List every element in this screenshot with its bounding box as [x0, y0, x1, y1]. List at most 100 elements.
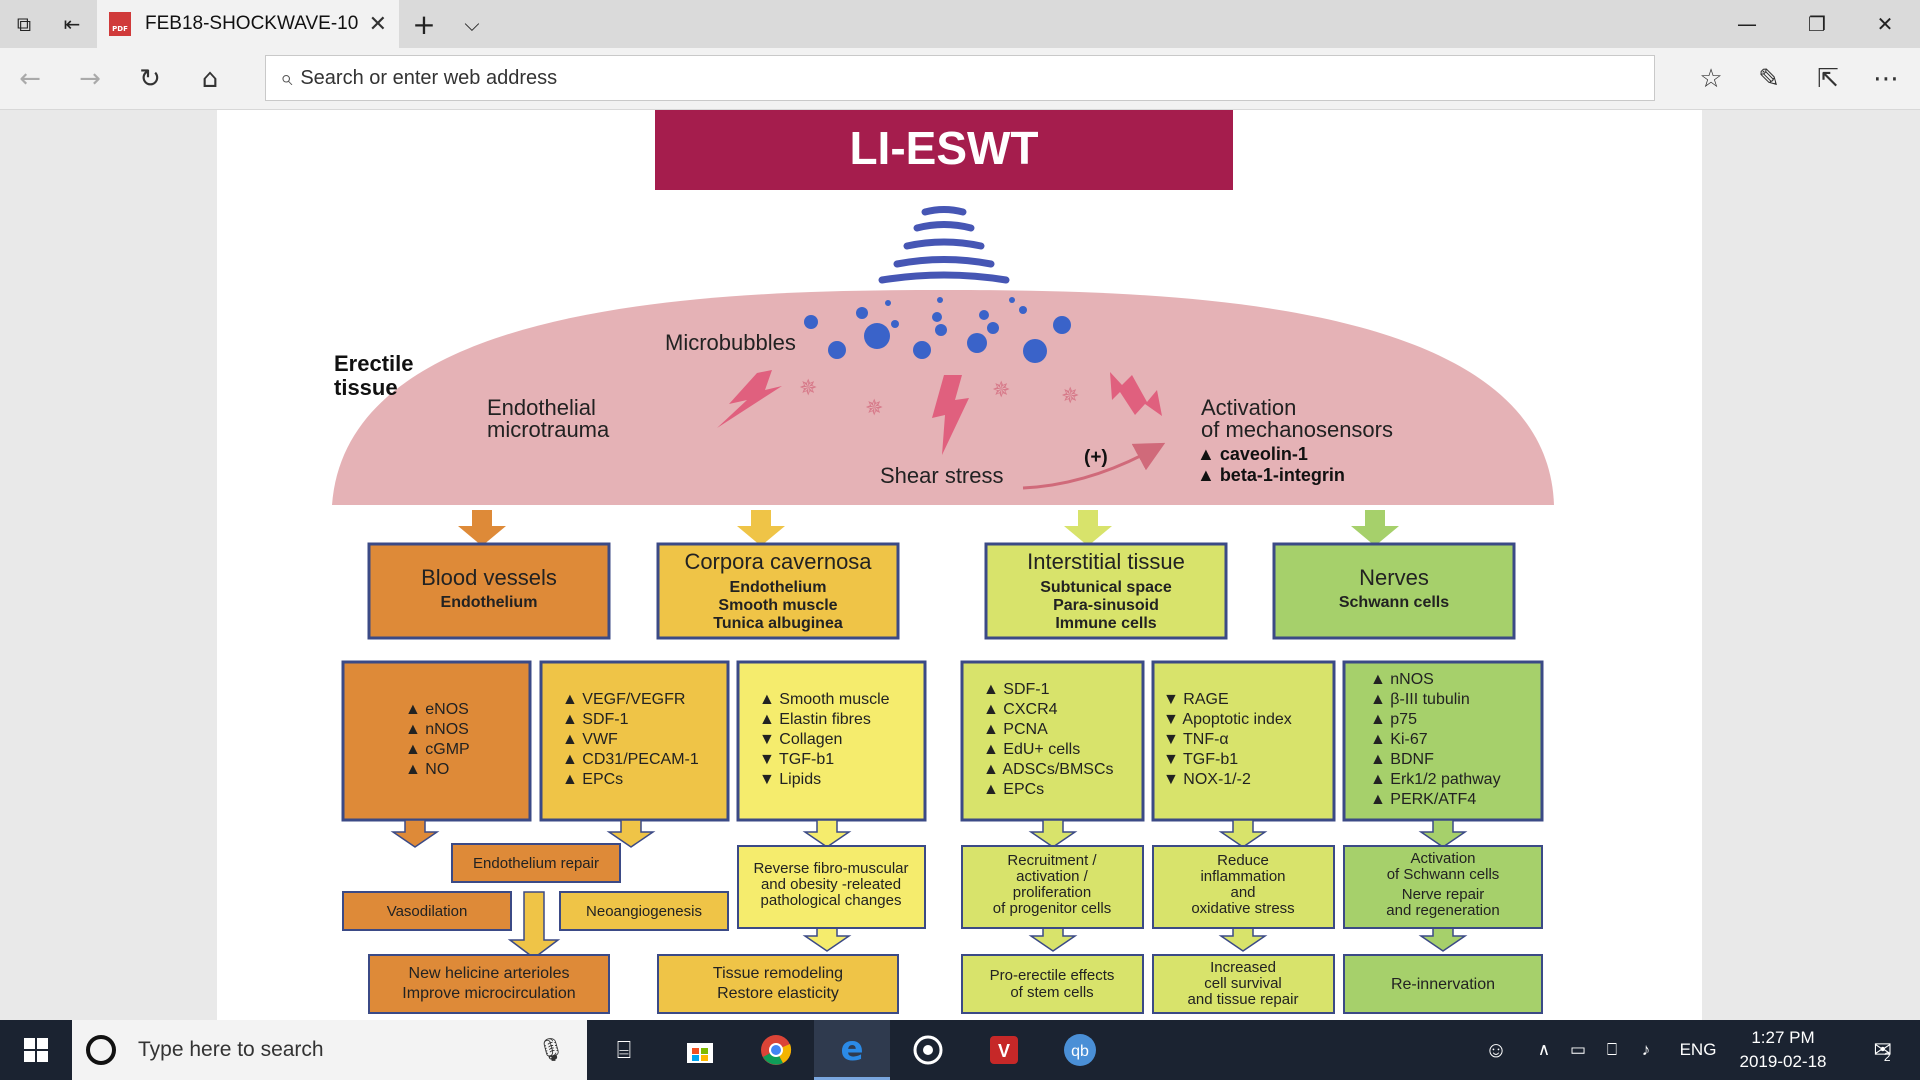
svg-text:oxidative stress: oxidative stress	[1191, 900, 1294, 917]
battery-icon[interactable]: ▭	[1569, 1040, 1587, 1059]
svg-text:Increased: Increased	[1210, 959, 1276, 976]
pen-icon[interactable]: ✎	[1758, 64, 1780, 94]
svg-text:Reverse fibro-muscular: Reverse fibro-muscular	[753, 860, 908, 877]
outcome-neoangiogenesis: Neoangiogenesis	[559, 891, 729, 931]
search-icon: ⌕	[280, 65, 293, 91]
svg-text:proliferation: proliferation	[1013, 884, 1091, 901]
outcome-reduce: Reduce inflammation and oxidative stress	[1152, 845, 1335, 929]
svg-text:▲ Ki-67: ▲ Ki-67	[1370, 731, 1428, 748]
navigation-bar: ← → ↻ ⌂ ⌕ Search or enter web address ☆ …	[0, 48, 1920, 110]
svg-text:of stem cells: of stem cells	[1010, 984, 1093, 1001]
edge-icon[interactable]: e	[814, 1020, 890, 1080]
svg-text:✵: ✵	[992, 377, 1010, 402]
svg-text:Neoangiogenesis: Neoangiogenesis	[586, 903, 702, 920]
close-tab-icon[interactable]: ✕	[368, 12, 387, 37]
svg-text:▲ cGMP: ▲ cGMP	[405, 741, 470, 758]
new-tab-icon[interactable]: +	[412, 7, 436, 41]
chevron-down-icon[interactable]: ⌵	[464, 12, 480, 36]
outcome-vasodilation: Vasodilation	[342, 891, 512, 931]
microbubble-cluster	[804, 297, 1071, 363]
clock[interactable]: 1:27 PM 2019-02-18	[1728, 1020, 1838, 1080]
marker-box: ▲ SDF-1 ▲ CXCR4 ▲ PCNA ▲ EdU+ cells ▲ AD…	[960, 660, 1145, 822]
svg-text:▼ Apoptotic index: ▼ Apoptotic index	[1163, 711, 1292, 728]
microbubbles-label: Microbubbles	[665, 330, 796, 355]
svg-text:Vasodilation: Vasodilation	[387, 903, 468, 920]
svg-text:▲ β-III tubulin: ▲ β-III tubulin	[1370, 691, 1470, 708]
windows-icon	[24, 1038, 48, 1062]
tab-active[interactable]: PDF FEB18-SHOCKWAVE-10 ✕	[97, 0, 399, 48]
category-interstitial-tissue: Interstitial tissue Subtunical space Par…	[984, 542, 1228, 640]
address-bar[interactable]: ⌕ Search or enter web address	[265, 55, 1655, 101]
dome-arrows	[458, 510, 1399, 546]
outcome-endothelium-repair: Endothelium repair	[451, 843, 621, 883]
start-button[interactable]	[0, 1020, 72, 1080]
microphone-icon[interactable]: 🎙	[537, 1037, 565, 1063]
svg-text:▲ nNOS: ▲ nNOS	[1370, 671, 1434, 688]
network-icon[interactable]: ⎕	[1606, 1040, 1618, 1059]
svg-text:of progenitor cells: of progenitor cells	[993, 900, 1111, 917]
action-center-icon[interactable]: ✉ 2	[1873, 1037, 1892, 1064]
svg-text:✵: ✵	[1061, 383, 1079, 408]
cortana-icon	[86, 1035, 116, 1065]
svg-text:✵: ✵	[799, 375, 817, 400]
refresh-icon[interactable]: ↻	[139, 64, 161, 94]
store-icon[interactable]	[662, 1020, 738, 1080]
svg-text:qb: qb	[1071, 1043, 1089, 1060]
notification-badge: 2	[1883, 1050, 1891, 1064]
more-options-icon[interactable]: ⋯	[1873, 64, 1899, 94]
chevron-up-icon[interactable]: ∧	[1537, 1040, 1551, 1059]
svg-text:▲ EPCs: ▲ EPCs	[562, 771, 623, 788]
svg-text:▲ Elastin fibres: ▲ Elastin fibres	[759, 711, 871, 728]
svg-text:Endothelium: Endothelium	[730, 579, 827, 596]
task-view-icon[interactable]: ⌸	[616, 1036, 632, 1064]
close-window-button[interactable]: ✕	[1876, 12, 1894, 36]
final-helicine: New helicine arterioles Improve microcir…	[368, 954, 610, 1014]
home-icon[interactable]: ⌂	[201, 64, 219, 94]
qbittorrent-icon[interactable]: qb	[1042, 1020, 1118, 1080]
svg-text:Smooth muscle: Smooth muscle	[718, 597, 837, 614]
svg-text:and tissue repair: and tissue repair	[1188, 991, 1299, 1008]
final-survival: Increased cell survival and tissue repai…	[1152, 954, 1335, 1014]
taskbar-search-input[interactable]: Type here to search	[138, 1038, 324, 1061]
svg-text:▲ BDNF: ▲ BDNF	[1370, 751, 1434, 768]
svg-text:and: and	[1230, 884, 1255, 901]
svg-text:Improve microcirculation: Improve microcirculation	[402, 985, 575, 1002]
svg-text:activation /: activation /	[1016, 868, 1089, 885]
svg-text:▲ nNOS: ▲ nNOS	[405, 721, 469, 738]
chrome-icon[interactable]	[738, 1020, 814, 1080]
language-indicator[interactable]: ENG	[1679, 1040, 1717, 1059]
pdf-page: LI-ESWT Erectile tissue Microbubbles End…	[217, 110, 1702, 1020]
tab-list-icon[interactable]: ⧉	[16, 12, 32, 36]
svg-text:▲ Smooth muscle: ▲ Smooth muscle	[759, 691, 890, 708]
share-icon[interactable]: ⇱	[1817, 64, 1839, 94]
set-aside-tabs-icon[interactable]: ⇤	[63, 12, 81, 36]
svg-text:Endothelium: Endothelium	[441, 594, 538, 611]
restore-button[interactable]: ❐	[1808, 12, 1826, 36]
minimize-button[interactable]: —	[1737, 12, 1757, 36]
svg-text:✵: ✵	[865, 395, 883, 420]
svg-text:Interstitial tissue: Interstitial tissue	[1027, 549, 1185, 574]
svg-text:▲ ADSCs/BMSCs: ▲ ADSCs/BMSCs	[983, 761, 1114, 778]
app-icon[interactable]: V	[966, 1020, 1042, 1080]
people-icon[interactable]: ☺	[1484, 1037, 1508, 1062]
svg-text:Endothelium repair: Endothelium repair	[473, 855, 599, 872]
volume-icon[interactable]: ♪	[1641, 1040, 1651, 1059]
svg-text:Nerve repair: Nerve repair	[1402, 886, 1485, 903]
media-icon[interactable]	[890, 1020, 966, 1080]
address-input[interactable]: Search or enter web address	[300, 66, 558, 89]
svg-text:▲ CD31/PECAM-1: ▲ CD31/PECAM-1	[562, 751, 699, 768]
favorites-icon[interactable]: ☆	[1699, 64, 1723, 94]
forward-arrow-icon[interactable]: →	[79, 64, 101, 94]
svg-text:Nerves: Nerves	[1359, 565, 1429, 590]
category-corpora-cavernosa: Corpora cavernosa Endothelium Smooth mus…	[656, 542, 900, 640]
outcome-schwann: Activation of Schwann cells Nerve repair…	[1343, 845, 1543, 929]
svg-text:▲ eNOS: ▲ eNOS	[405, 701, 469, 718]
svg-text:▼ TNF-α: ▼ TNF-α	[1163, 731, 1229, 748]
svg-text:and obesity -releated: and obesity -releated	[761, 876, 901, 893]
tissue-label: tissue	[334, 375, 398, 400]
svg-text:▲ EPCs: ▲ EPCs	[983, 781, 1044, 798]
back-arrow-icon[interactable]: ←	[19, 64, 41, 94]
svg-text:Tunica albuginea: Tunica albuginea	[713, 615, 843, 632]
svg-text:▼ Lipids: ▼ Lipids	[759, 771, 821, 788]
taskbar-search[interactable]: Type here to search 🎙	[72, 1020, 587, 1080]
